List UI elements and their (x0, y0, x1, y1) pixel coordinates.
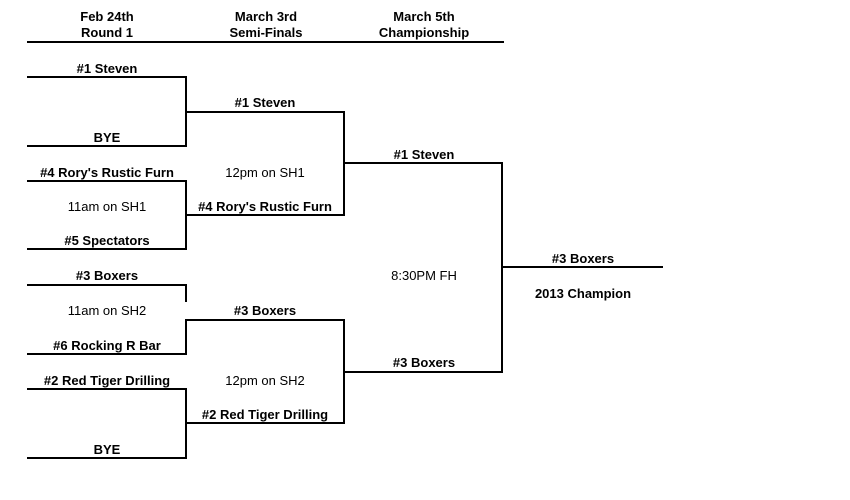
final-team-2: #3 Boxers (392, 355, 456, 370)
header-underline (27, 41, 504, 43)
semi-team-1: #1 Steven (234, 95, 296, 110)
final-date: March 5th (393, 9, 455, 24)
r1-connector-c2 (185, 320, 187, 355)
final-line-2 (343, 371, 503, 373)
semis-name: Semi-Finals (229, 25, 303, 40)
r1-line-7 (27, 388, 187, 390)
semi-team-2: #4 Rory's Rustic Furn (198, 199, 332, 214)
r1-game-time-c: 11am on SH2 (67, 303, 147, 318)
semi-team-3: #3 Boxers (233, 303, 297, 318)
round1-date: Feb 24th (80, 9, 134, 24)
semi-line-3 (185, 319, 345, 321)
final-header: March 5th Championship (344, 9, 504, 41)
r1-line-6 (27, 353, 187, 355)
r1-line-5 (27, 284, 187, 286)
r1-team-4: #5 Spectators (64, 233, 150, 248)
champion-title: 2013 Champion (534, 286, 632, 301)
champion-name: #3 Boxers (551, 251, 615, 266)
r1-line-2 (27, 145, 187, 147)
semis-date: March 3rd (234, 9, 298, 24)
semi-line-4 (185, 422, 345, 424)
final-game-time: 8:30PM FH (391, 268, 457, 283)
round1-header: Feb 24th Round 1 (27, 9, 187, 41)
r1-team-8: BYE (93, 442, 121, 457)
r1-team-7: #2 Red Tiger Drilling (43, 373, 171, 388)
r1-team-2: BYE (93, 130, 121, 145)
semi-team-4: #2 Red Tiger Drilling (201, 407, 329, 422)
r1-line-3 (27, 180, 187, 182)
r1-team-5: #3 Boxers (75, 268, 139, 283)
semi-game-time-b: 12pm on SH2 (225, 373, 305, 388)
r1-team-1: #1 Steven (76, 61, 138, 76)
r1-line-1 (27, 76, 187, 78)
semis-header: March 3rd Semi-Finals (186, 9, 346, 41)
r1-team-6: #6 Rocking R Bar (53, 338, 161, 353)
final-name: Championship (378, 25, 470, 40)
champion-line (501, 266, 663, 268)
semi-line-1 (185, 111, 345, 113)
semi-game-time-a: 12pm on SH1 (225, 165, 305, 180)
r1-connector-c (185, 284, 187, 302)
round1-name: Round 1 (81, 25, 133, 40)
semi-line-2 (185, 214, 345, 216)
final-line-1 (343, 162, 503, 164)
r1-game-time-b: 11am on SH1 (67, 199, 147, 214)
r1-team-3: #4 Rory's Rustic Furn (40, 165, 174, 180)
r1-line-8 (27, 457, 187, 459)
final-team-1: #1 Steven (393, 147, 455, 162)
r1-line-4 (27, 248, 187, 250)
